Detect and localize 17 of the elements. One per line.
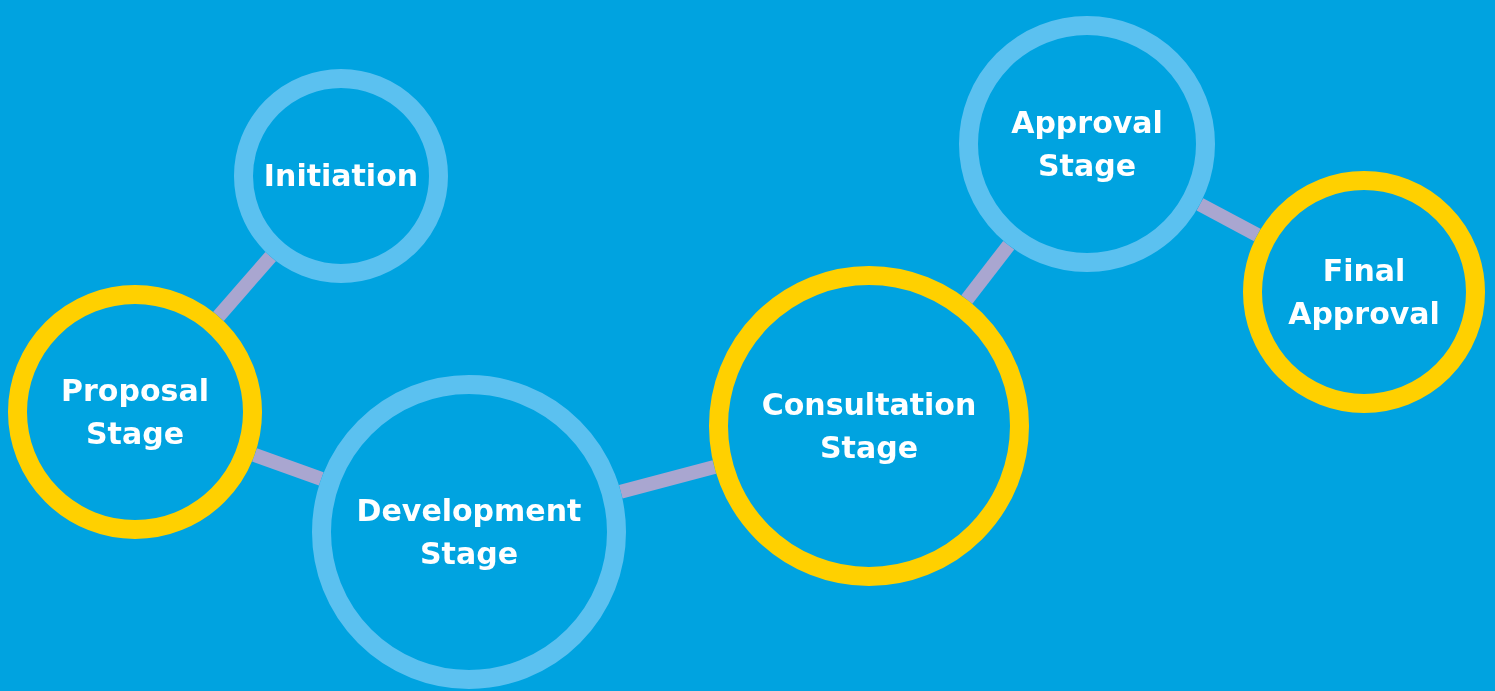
stage-circle — [959, 16, 1215, 272]
stage-label: Approval Stage — [1010, 103, 1164, 185]
connector-line — [1196, 198, 1261, 242]
stage-label: Consultation Stage — [760, 385, 978, 467]
stage-circle — [234, 69, 448, 283]
stage-circle — [709, 266, 1029, 586]
stage-circle — [8, 285, 262, 539]
stage-circle — [312, 375, 626, 689]
stage-circle — [1243, 171, 1485, 413]
stage-label: Initiation — [263, 157, 419, 196]
connector-line — [961, 241, 1015, 304]
stage-label: Development Stage — [355, 491, 583, 573]
connector-line — [618, 460, 717, 499]
connector-line — [213, 252, 276, 321]
stage-label: Proposal Stage — [60, 371, 210, 453]
connector-line — [252, 448, 324, 486]
stage-label: Final Approval — [1287, 251, 1441, 333]
